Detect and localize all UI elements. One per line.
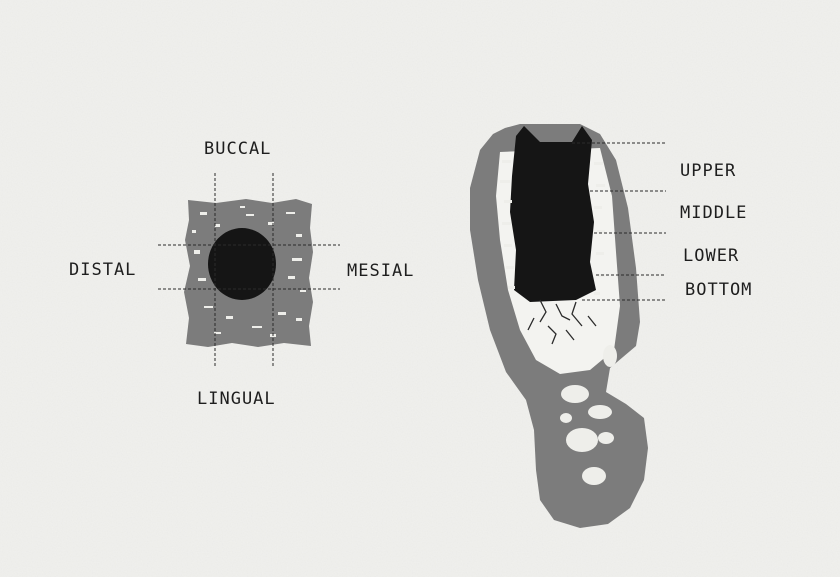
label-bottom: BOTTOM — [685, 280, 752, 300]
implant-body — [510, 126, 596, 302]
label-lower: LOWER — [683, 246, 739, 266]
label-upper: UPPER — [680, 161, 736, 181]
label-lingual: LINGUAL — [197, 389, 276, 409]
label-buccal: BUCCAL — [204, 139, 271, 159]
label-middle: MIDDLE — [680, 203, 747, 223]
label-distal: DISTAL — [69, 260, 136, 280]
label-mesial: MESIAL — [347, 261, 414, 281]
